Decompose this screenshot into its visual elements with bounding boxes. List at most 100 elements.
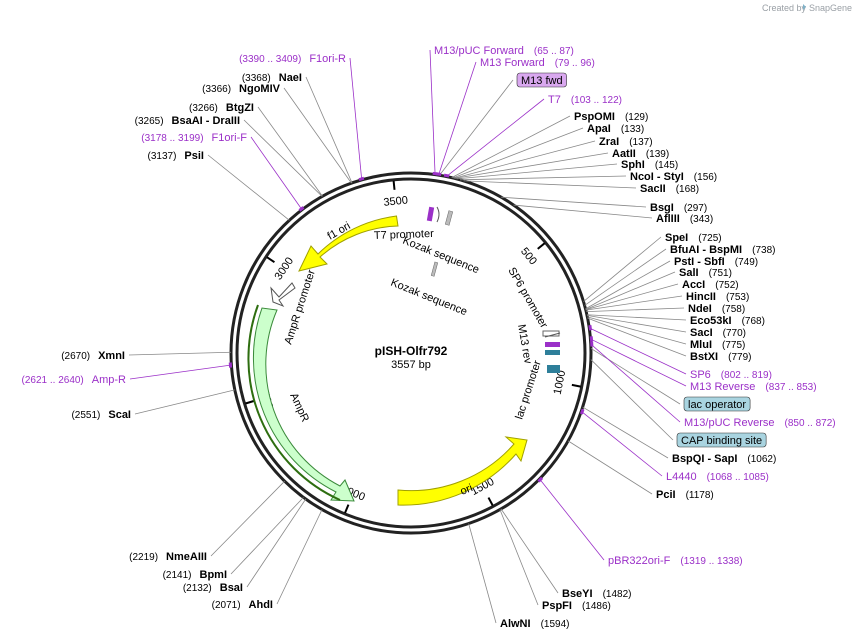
leader-line <box>250 136 303 210</box>
leader-line <box>587 316 687 345</box>
primer-name: L4440 <box>666 471 697 483</box>
site-name: BsaAI - DraIII <box>172 115 240 127</box>
site-position: (1482) <box>603 589 632 600</box>
leader-line <box>584 248 667 306</box>
t7-promoter-mark <box>426 206 435 222</box>
leader-line <box>585 260 671 310</box>
ampr-arrow <box>252 307 355 502</box>
site-position: (775) <box>722 340 745 351</box>
site-name: NaeI <box>279 72 302 84</box>
leader-line <box>585 295 683 311</box>
site-name: NdeI <box>688 303 712 315</box>
site-name: SpeI <box>665 232 688 244</box>
leader-line <box>586 314 687 321</box>
primer-name: pBR322ori-F <box>608 555 671 567</box>
leader-line <box>590 348 681 405</box>
m13-rev-mark <box>545 342 560 347</box>
m13-rev-label: M13 rev <box>515 323 534 365</box>
feature-box-label: CAP binding site <box>681 435 762 447</box>
tick-label: 3500 <box>383 194 409 208</box>
t7-promoter-label: T7 promoter <box>374 228 435 242</box>
leader-line <box>429 49 436 175</box>
site-name: PspFI <box>542 600 572 612</box>
site-position: (2141) <box>163 570 192 581</box>
site-name: BspQI - SapI <box>672 453 737 465</box>
site-name: ZraI <box>599 136 619 148</box>
leader-line <box>210 480 285 557</box>
site-position: (1594) <box>541 619 570 630</box>
site-position: (751) <box>709 268 732 279</box>
site-position: (770) <box>723 328 746 339</box>
leader-line <box>276 509 323 605</box>
primer-position: (3178 .. 3199) <box>141 133 203 144</box>
tick-mark <box>537 242 546 250</box>
site-name: AhdI <box>249 599 273 611</box>
sp6-arrow-icon <box>544 332 561 338</box>
bottom-labels: pBR322ori-F(1319 .. 1338)BseYI(1482)PspF… <box>500 555 743 630</box>
primer-position: (1068 .. 1085) <box>707 472 769 483</box>
primer-mark <box>298 206 305 212</box>
primer-mark <box>435 172 442 177</box>
leader-line <box>451 115 571 179</box>
site-position: (779) <box>728 352 751 363</box>
leader-line <box>587 317 687 357</box>
primer-mark <box>588 325 593 331</box>
leader-line <box>452 127 584 179</box>
leader-line <box>501 196 647 208</box>
backbone-inner-ring <box>235 177 587 529</box>
kozak-sequence-label: Kozak sequence <box>401 235 481 277</box>
leader-line <box>456 163 618 180</box>
leader-line <box>468 523 497 624</box>
feature-box <box>683 396 751 412</box>
site-position: (758) <box>722 304 745 315</box>
tick-mark <box>266 256 275 264</box>
site-position: (2219) <box>129 552 158 563</box>
site-name: Eco53kI <box>690 315 732 327</box>
site-position: (3366) <box>202 84 231 95</box>
site-position: (3266) <box>189 103 218 114</box>
leader-line <box>134 389 235 415</box>
ampr-label: AmpR <box>287 391 311 424</box>
ampr-promoter-label: AmpR promoter <box>282 268 318 346</box>
leader-line <box>243 119 323 197</box>
leader-line <box>439 79 514 176</box>
primer-position: (65 .. 87) <box>534 46 574 57</box>
site-name: PsiI <box>184 150 204 162</box>
site-name: NgoMIV <box>239 83 281 95</box>
feature-box-label: M13 fwd <box>521 75 563 87</box>
site-position: (1062) <box>747 454 776 465</box>
site-name: BseYI <box>562 588 593 600</box>
lac-promoter-label: lac promoter <box>513 359 543 421</box>
site-name: BsgI <box>650 202 674 214</box>
leader-line <box>590 338 687 387</box>
site-position: (1178) <box>686 490 714 501</box>
leader-line <box>129 364 232 380</box>
leader-line <box>567 440 653 495</box>
tick-mark <box>571 383 581 388</box>
primer-name: T7 <box>548 94 561 106</box>
backbone-outer-ring <box>229 171 593 535</box>
site-position: (145) <box>655 160 678 171</box>
primer-name: Amp-R <box>92 374 126 386</box>
kozak-sequence-label-2: Kozak sequence <box>389 277 469 319</box>
primer-mark <box>537 476 544 483</box>
left-labels: F1ori-R(3390 .. 3409)NaeI(3368)NgoMIV(33… <box>22 53 347 611</box>
primer-name: F1ori-R <box>309 53 346 65</box>
primer-name: SP6 <box>690 369 711 381</box>
leader-line <box>586 307 685 313</box>
leader-line <box>230 497 304 575</box>
snapgene-brand: SnapGene <box>809 3 852 13</box>
primer-position: (802 .. 819) <box>721 370 772 381</box>
primer-name: M13 Reverse <box>690 381 755 393</box>
site-position: (752) <box>715 280 738 291</box>
site-position: (133) <box>621 124 644 135</box>
site-position: (725) <box>698 233 721 244</box>
leader-line <box>438 61 477 176</box>
leader-line <box>586 314 687 333</box>
site-position: (168) <box>676 184 699 195</box>
f1-ori-arrow <box>298 215 399 272</box>
primer-name: M13/pUC Forward <box>434 45 524 57</box>
site-name: BpmI <box>200 569 228 581</box>
feature-box <box>676 432 767 448</box>
created-by-text: Created by <box>762 3 807 13</box>
